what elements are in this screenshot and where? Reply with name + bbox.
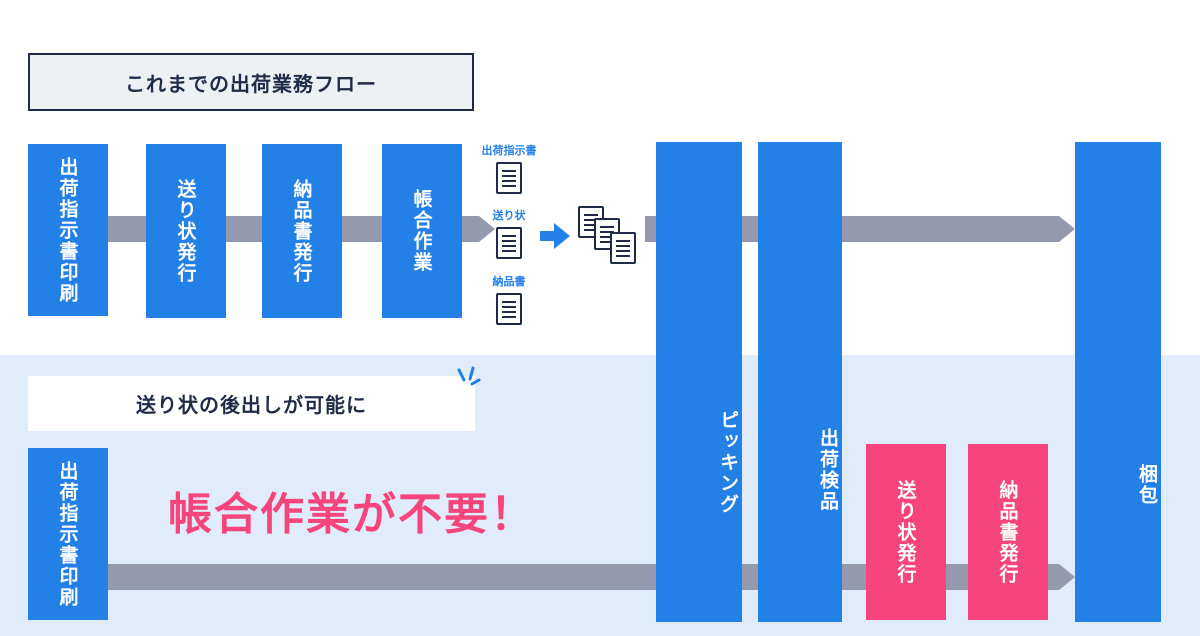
step-inspection: 出荷検品 [758, 142, 842, 622]
doc-label-instruction: 出荷指示書 [481, 144, 537, 157]
emphasis-mark-icon [457, 366, 481, 386]
new-step-issue-shipping-label: 送り状発行 [866, 444, 946, 620]
step-packing: 梱包 [1075, 142, 1161, 622]
step-label: 送り状発行 [174, 178, 197, 284]
step-collation: 帳合作業 [382, 144, 462, 318]
step-label: 送り状発行 [894, 479, 917, 585]
old-flow-title: これまでの出荷業務フロー [28, 53, 474, 111]
step-label: 出荷指示書印刷 [56, 156, 79, 304]
step-label: 梱包 [1136, 463, 1158, 506]
step-picking: ピッキング [656, 142, 742, 622]
step-label: ピッキング [717, 409, 739, 515]
step-label: 納品書発行 [996, 479, 1019, 585]
new-flow-subtitle: 送り状の後出しが可能に [28, 376, 475, 431]
step-label: 出荷指示書印刷 [56, 460, 79, 608]
step-print-instruction: 出荷指示書印刷 [28, 144, 108, 316]
step-label: 出荷検品 [817, 427, 839, 512]
doc-label-delivery-note: 納品書 [492, 275, 526, 288]
no-collation-callout: 帳合作業が不要！ [168, 489, 536, 540]
step-issue-shipping-label: 送り状発行 [146, 144, 226, 318]
new-step-issue-delivery-note: 納品書発行 [968, 444, 1048, 620]
arrow-right-icon [540, 223, 570, 249]
step-label: 帳合作業 [410, 189, 433, 273]
doc-label-shipping-label: 送り状 [492, 209, 526, 222]
document-icon [496, 162, 522, 194]
new-step-print-instruction: 出荷指示書印刷 [28, 448, 108, 620]
document-icon [496, 293, 522, 325]
step-issue-delivery-note: 納品書発行 [262, 144, 342, 318]
step-label: 納品書発行 [290, 178, 313, 284]
document-icon [496, 227, 522, 259]
document-stack-icon [610, 232, 636, 264]
